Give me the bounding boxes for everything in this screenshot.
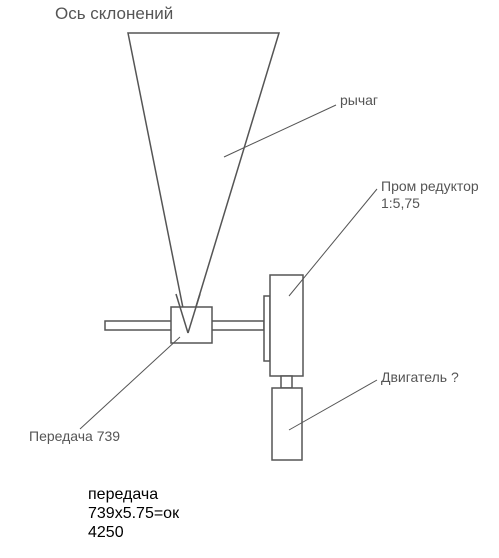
lever-tip-right [187,293,201,334]
leader-gearbox [288,188,378,297]
label-lever: рычаг [340,92,379,108]
notes-line-3: 4250 [88,524,124,541]
label-transmission: Передача 739 [29,428,121,444]
label-gearbox: Пром редуктор 1:5,75 [381,178,479,212]
leader-transmission [79,336,181,430]
leader-lever [223,104,337,158]
lever-triangle [127,32,281,334]
motor-coupling [280,375,293,389]
gearbox-flange [263,295,271,362]
diagram-title: Ось склонений [55,4,174,23]
calculation-notes: передача 739x5.75=ок 4250 [88,485,179,542]
motor-body [271,387,303,461]
label-gearbox-name: Пром редуктор [381,178,479,194]
lever-tip-left [175,293,189,334]
transmission-gear-block [170,306,213,344]
label-gearbox-ratio: 1:5,75 [381,194,420,211]
notes-line-2: 739x5.75=ок [88,505,180,522]
gearbox-body [269,274,304,377]
notes-line-1: передача [88,486,159,503]
leader-motor [288,379,378,431]
label-motor: Двигатель ? [381,369,459,385]
